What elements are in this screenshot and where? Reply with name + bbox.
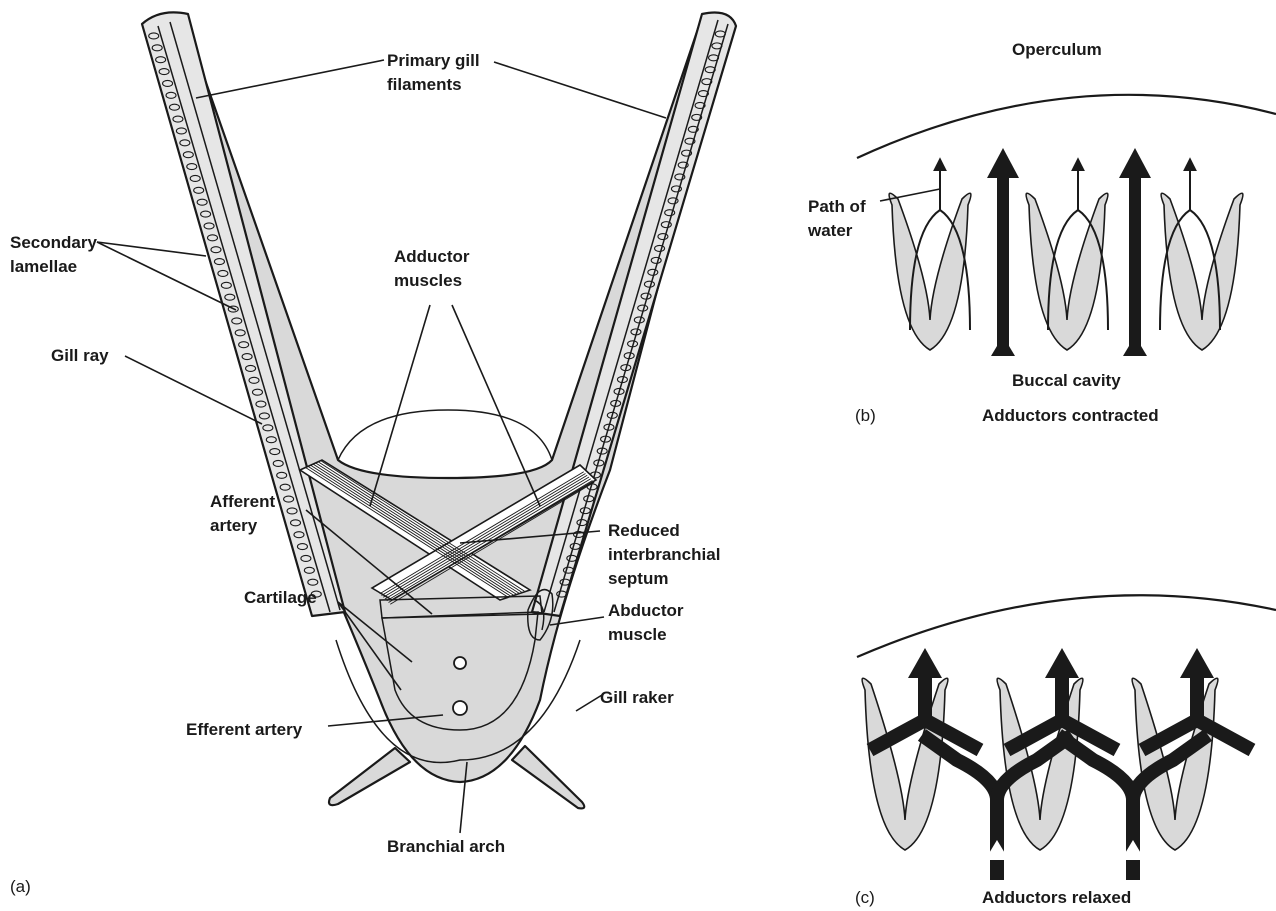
- gill-raker-left: [329, 748, 410, 805]
- operculum-curve: [857, 95, 1276, 158]
- label-abductor-muscle-2: muscle: [608, 625, 667, 644]
- label-adductors-contracted: Adductors contracted: [982, 406, 1159, 425]
- thick-flow-arrowhead: [1119, 148, 1151, 178]
- bold-flow-shaft: [1190, 670, 1204, 725]
- label-buccal-cavity: Buccal cavity: [1012, 371, 1121, 390]
- label-reduced-septum-2: interbranchial: [608, 545, 720, 564]
- label-adductor-muscles-1: Adductor: [394, 247, 470, 266]
- label-afferent-artery-1: Afferent: [210, 492, 276, 511]
- afferent-artery-vessel: [454, 657, 466, 669]
- label-panel-b: (b): [855, 406, 876, 425]
- label-reduced-septum-3: septum: [608, 569, 668, 588]
- label-reduced-septum-1: Reduced: [608, 521, 680, 540]
- label-panel-c: (c): [855, 888, 875, 907]
- efferent-artery-vessel: [453, 701, 467, 715]
- gill-raker-right: [512, 746, 584, 808]
- label-path-of-water-2: water: [807, 221, 853, 240]
- panel-a-gill-arch: [97, 12, 736, 833]
- label-branchial-arch: Branchial arch: [387, 837, 505, 856]
- label-path-of-water-1: Path of: [808, 197, 866, 216]
- panel-c-relaxed: [857, 595, 1276, 880]
- gill-lobe: [1161, 193, 1243, 350]
- gill-lobe: [1026, 193, 1108, 350]
- bold-flow-notch: [985, 840, 1009, 860]
- operculum-curve-c: [857, 595, 1276, 657]
- thick-flow-tail: [991, 336, 1015, 356]
- septum-saddle: [338, 410, 552, 460]
- bold-flow-shaft: [1055, 670, 1069, 725]
- label-secondary-lamellae-1: Secondary: [10, 233, 97, 252]
- gill-lobe: [889, 193, 971, 350]
- label-abductor-muscle-1: Abductor: [608, 601, 684, 620]
- label-secondary-lamellae-2: lamellae: [10, 257, 77, 276]
- label-efferent-artery: Efferent artery: [186, 720, 303, 739]
- label-gill-raker: Gill raker: [600, 688, 674, 707]
- bold-flow-arrowhead: [1045, 648, 1079, 678]
- thick-flow-shaft: [1129, 170, 1141, 350]
- label-operculum: Operculum: [1012, 40, 1102, 59]
- thick-flow-arrowhead: [987, 148, 1019, 178]
- label-adductors-relaxed: Adductors relaxed: [982, 888, 1131, 907]
- label-adductor-muscles-2: muscles: [394, 271, 462, 290]
- panel-b-contracted: [857, 95, 1276, 356]
- arch-body: [156, 14, 728, 782]
- label-gill-ray: Gill ray: [51, 346, 109, 365]
- label-primary-gill-filaments-1: Primary gill: [387, 51, 480, 70]
- thick-flow-shaft: [997, 170, 1009, 350]
- gill-lobe: [862, 678, 948, 850]
- bold-flow-arrowhead: [1180, 648, 1214, 678]
- bold-flow-arrowhead: [908, 648, 942, 678]
- label-cartilage: Cartilage: [244, 588, 317, 607]
- bold-flow-shaft: [918, 670, 932, 725]
- bold-flow-notch: [1121, 840, 1145, 860]
- thick-flow-tail: [1123, 336, 1147, 356]
- label-primary-gill-filaments-2: filaments: [387, 75, 462, 94]
- label-panel-a: (a): [10, 877, 31, 896]
- label-afferent-artery-2: artery: [210, 516, 258, 535]
